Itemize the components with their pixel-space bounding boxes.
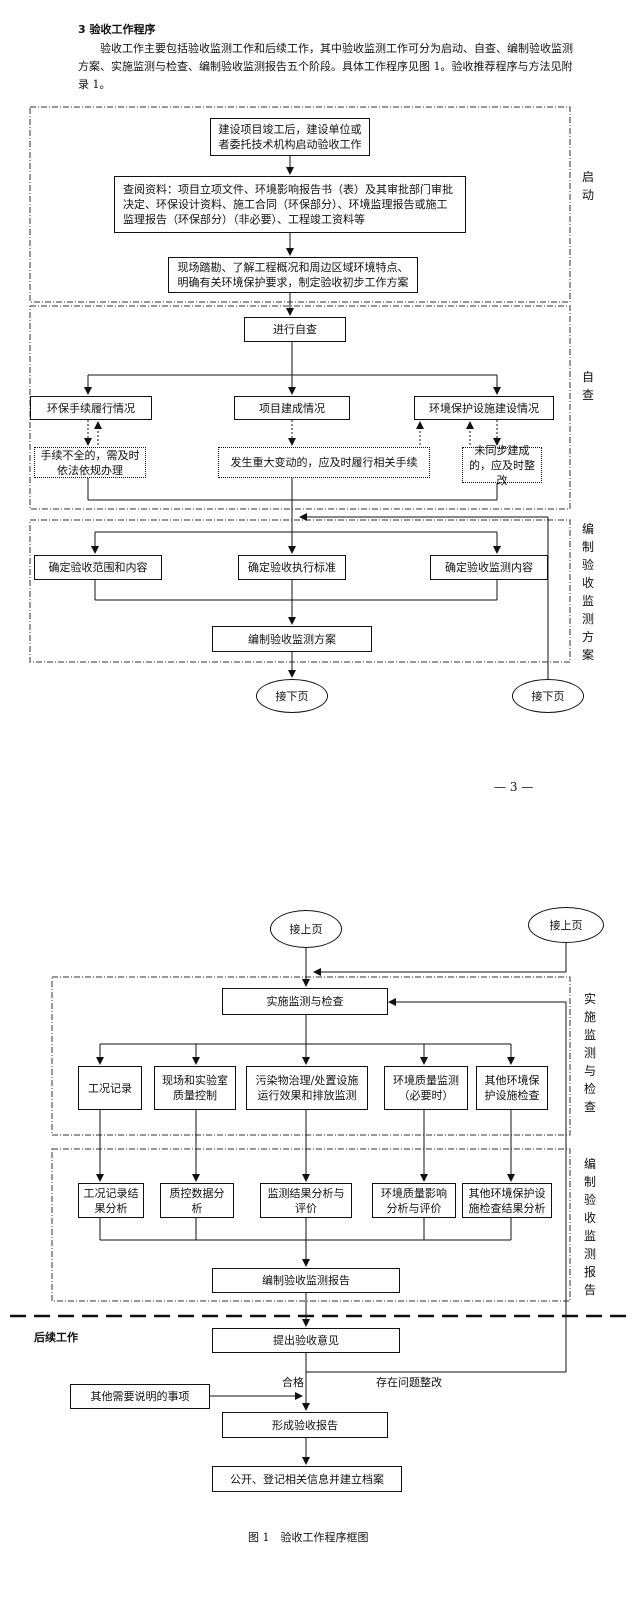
- node-compile-report: 编制验收监测报告: [212, 1268, 400, 1293]
- node-impact-analysis: 环境质量影响分析与评价: [372, 1183, 456, 1218]
- node-other-analysis: 其他环境保护设施检查结果分析: [462, 1183, 552, 1218]
- stage-frame-implement: [51, 976, 571, 1136]
- node-publish: 公开、登记相关信息并建立档案: [212, 1466, 402, 1492]
- node-scope: 确定验收范围和内容: [34, 555, 162, 580]
- node-initiate: 建设项目竣工后，建设单位或者委托技术机构启动验收工作: [210, 118, 370, 156]
- node-work-record: 工况记录: [78, 1066, 142, 1110]
- followup-label: 后续工作: [34, 1331, 78, 1344]
- node-record-analysis: 工况记录结果分析: [78, 1183, 144, 1218]
- node-site-survey: 现场踏勘、了解工程概况和周边区域环境特点、明确有关环境保护要求，制定验收初步工作…: [168, 257, 418, 293]
- node-opinion: 提出验收意见: [212, 1328, 400, 1353]
- node-standard: 确定验收执行标准: [238, 555, 346, 580]
- node-compile-plan: 编制验收监测方案: [212, 626, 372, 652]
- connector-prev-page-2: 接上页: [528, 907, 604, 943]
- intro-paragraph: 验收工作主要包括验收监测工作和后续工作，其中验收监测工作可分为启动、自查、编制验…: [78, 42, 573, 91]
- node-implement: 实施监测与检查: [222, 988, 388, 1015]
- stage-frame-report: [51, 1148, 571, 1302]
- node-major-change: 发生重大变动的，应及时履行相关手续: [218, 447, 430, 478]
- stage-label-monitoring-plan: 编制验收监测方案: [581, 522, 594, 662]
- node-result-analysis: 监测结果分析与评价: [260, 1183, 352, 1218]
- edge-label-pass: 合格: [282, 1376, 304, 1389]
- figure-caption: 图 1 验收工作程序框图: [248, 1531, 369, 1544]
- node-other-notes: 其他需要说明的事项: [70, 1384, 210, 1409]
- connector-prev-page-1: 接上页: [270, 910, 342, 948]
- page-number: — 3 —: [494, 780, 534, 794]
- node-qc-analysis: 质控数据分析: [160, 1183, 234, 1218]
- stage-frame-self-check: [29, 305, 571, 510]
- node-facility-fix: 未同步建成的，应及时整改: [462, 444, 542, 487]
- stage-label-start: 启动: [581, 170, 594, 202]
- node-procedure-fix: 手续不全的，需及时依法依规办理: [34, 447, 146, 478]
- section-heading: 3 验收工作程序: [78, 23, 156, 36]
- node-env-quality: 环境质量监测（必要时）: [384, 1066, 468, 1110]
- node-pollution: 污染物治理/处置设施运行效果和排放监测: [246, 1066, 368, 1110]
- node-review-docs: 查阅资料：项目立项文件、环境影响报告书（表）及其审批部门审批决定、环保设计资料、…: [114, 176, 466, 233]
- node-other-check: 其他环境保护设施检查: [476, 1066, 548, 1110]
- stage-frame-start: [29, 106, 571, 303]
- node-self-check: 进行自查: [244, 317, 346, 342]
- node-qc: 现场和实验室质量控制: [154, 1066, 236, 1110]
- connector-next-page-2: 接下页: [512, 679, 584, 713]
- node-form-report: 形成验收报告: [222, 1412, 388, 1438]
- stage-label-report: 编制验收监测报告: [583, 1157, 596, 1297]
- connector-next-page-1: 接下页: [256, 679, 328, 713]
- stage-label-self-check: 自查: [581, 370, 594, 402]
- node-content: 确定验收监测内容: [430, 555, 548, 580]
- node-env-procedure: 环保手续履行情况: [30, 396, 152, 420]
- node-project-status: 项目建成情况: [234, 396, 350, 420]
- edge-label-rectify: 存在问题整改: [376, 1376, 442, 1389]
- node-env-facility: 环境保护设施建设情况: [414, 396, 554, 420]
- stage-label-implement: 实施监测与检查: [583, 992, 596, 1114]
